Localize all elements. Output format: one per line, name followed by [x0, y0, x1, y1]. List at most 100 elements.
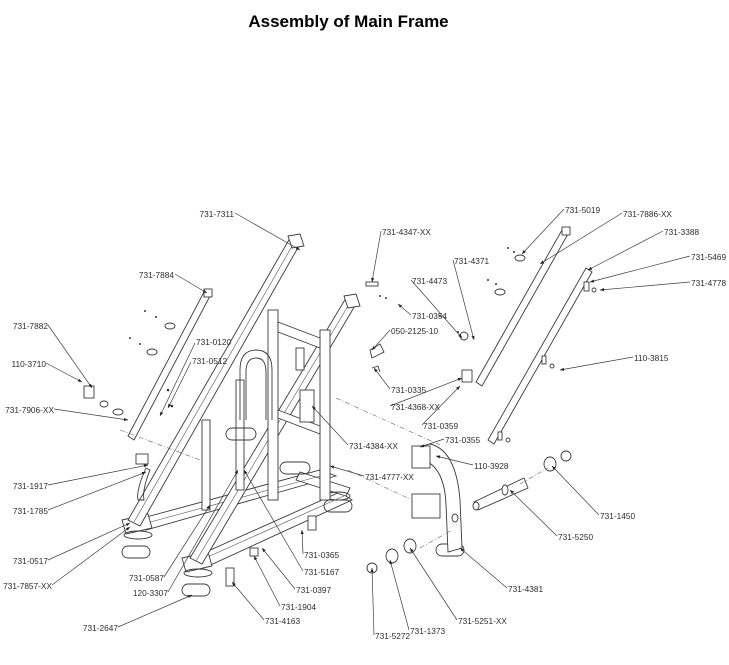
leader-line	[459, 547, 508, 589]
arrowhead	[168, 403, 172, 408]
part-number-label: 731-7857-XX	[3, 581, 52, 591]
arrowhead	[458, 333, 462, 338]
leader-line	[45, 362, 83, 383]
arrowhead	[143, 464, 148, 468]
arrowhead	[312, 406, 316, 411]
part-number-label: 731-1785	[13, 506, 48, 516]
arrowhead	[125, 527, 130, 531]
arrowhead	[232, 582, 236, 587]
leader-line	[551, 465, 600, 516]
arrowhead	[420, 444, 425, 448]
floor-pads	[121, 427, 465, 597]
arrowhead	[510, 490, 514, 494]
part-number-label: 731-5167	[304, 567, 339, 577]
part-number-label: 731-4381	[508, 584, 543, 594]
part-number-label: 731-1373	[410, 626, 445, 636]
arrowhead	[77, 378, 82, 382]
centerlines	[119, 397, 453, 549]
part-number-label: 731-7906-XX	[5, 405, 54, 415]
left-handlebar	[83, 288, 213, 501]
part-number-label: 731-0354	[412, 311, 447, 321]
arrowhead	[389, 560, 393, 565]
leader-line	[167, 361, 192, 409]
leader-line	[53, 408, 129, 421]
part-number-label: 731-0355	[445, 435, 480, 445]
leader-line	[421, 385, 461, 426]
callout-731-5251-XX: 731-5251-XX	[409, 547, 507, 626]
part-number-label: 731-2647	[83, 623, 118, 633]
callout-731-0587: 731-0587	[129, 504, 211, 583]
part-number-label: 731-0335	[391, 385, 426, 395]
arrowhead	[560, 367, 565, 371]
part-number-label: 110-3928	[474, 461, 509, 471]
part-number-label: 731-5250	[558, 532, 593, 542]
part-number-label: 110-3710	[12, 359, 47, 369]
arrowhead	[457, 377, 462, 381]
callout-731-7906-XX: 731-7906-XX	[5, 405, 129, 421]
callout-731-5167: 731-5167	[243, 469, 339, 577]
callout-731-7311: 731-7311	[200, 209, 301, 251]
callout-110-3928: 110-3928	[435, 455, 509, 471]
part-number-label: 731-1904	[281, 602, 316, 612]
part-number-label: 731-7886-XX	[623, 209, 672, 219]
arrowhead	[374, 368, 378, 373]
arrowhead	[187, 595, 192, 599]
leader-line	[311, 405, 349, 446]
callout-731-0354: 731-0354	[397, 303, 447, 321]
leader-line	[389, 559, 410, 631]
callout-731-3388: 731-3388	[587, 227, 699, 271]
leader-line	[409, 547, 458, 621]
part-number-label: 731-0587	[129, 573, 164, 583]
leader-line	[47, 471, 147, 511]
leader-line	[521, 208, 565, 255]
part-number-label: 050-2125-10	[391, 326, 438, 336]
axle-assembly	[366, 450, 572, 574]
callout-731-0397: 731-0397	[261, 547, 331, 595]
callout-731-4778: 731-4778	[599, 278, 726, 292]
callout-731-4368-XX: 731-4368-XX	[389, 377, 463, 412]
part-number-label: 731-7311	[200, 209, 235, 219]
part-number-label: 731-4778	[691, 278, 726, 288]
arrowhead	[125, 523, 130, 527]
arrowhead	[588, 266, 593, 270]
callout-731-0359: 731-0359	[421, 385, 461, 431]
arrowhead	[460, 548, 465, 552]
part-number-label: 731-0359	[423, 421, 458, 431]
leader-line	[539, 212, 623, 265]
callout-731-1373: 731-1373	[389, 559, 445, 636]
arrowhead	[330, 465, 335, 469]
part-number-label: 731-1917	[13, 481, 48, 491]
arrowhead	[202, 289, 207, 293]
leader-line	[371, 567, 375, 636]
arrowhead	[522, 249, 526, 254]
callout-050-2125-10: 050-2125-10	[371, 326, 438, 351]
part-number-label: 731-4384-XX	[349, 441, 398, 451]
callout-731-2647: 731-2647	[83, 594, 193, 633]
callout-120-3307: 120-3307	[133, 469, 239, 598]
callout-731-5272: 731-5272	[370, 567, 410, 641]
arrowhead	[254, 556, 258, 561]
diagram-title: Assembly of Main Frame	[248, 12, 449, 31]
leader-line	[174, 273, 208, 294]
callout-731-4384-XX: 731-4384-XX	[311, 405, 398, 451]
leader-line	[599, 281, 691, 291]
leader-line	[371, 230, 382, 283]
arrowhead	[244, 470, 248, 475]
leader-line	[389, 377, 463, 407]
part-number-label: 731-4473	[412, 276, 447, 286]
callout-731-1917: 731-1917	[13, 464, 149, 491]
arrowhead	[590, 279, 595, 283]
leader-line	[163, 504, 211, 578]
rear-upright	[411, 443, 463, 553]
leader-line	[243, 469, 304, 572]
leader-line	[559, 356, 634, 371]
inclined-rail-left	[127, 233, 305, 527]
part-number-label: 731-0120	[196, 337, 231, 347]
callout-731-0512: 731-0512	[167, 356, 227, 409]
part-number-label: 731-1450	[600, 511, 635, 521]
callout-731-1450: 731-1450	[551, 465, 635, 521]
leader-line	[329, 465, 365, 477]
arrowhead	[370, 568, 374, 573]
frame-drawing	[83, 226, 597, 597]
part-number-label: 731-0512	[192, 356, 227, 366]
